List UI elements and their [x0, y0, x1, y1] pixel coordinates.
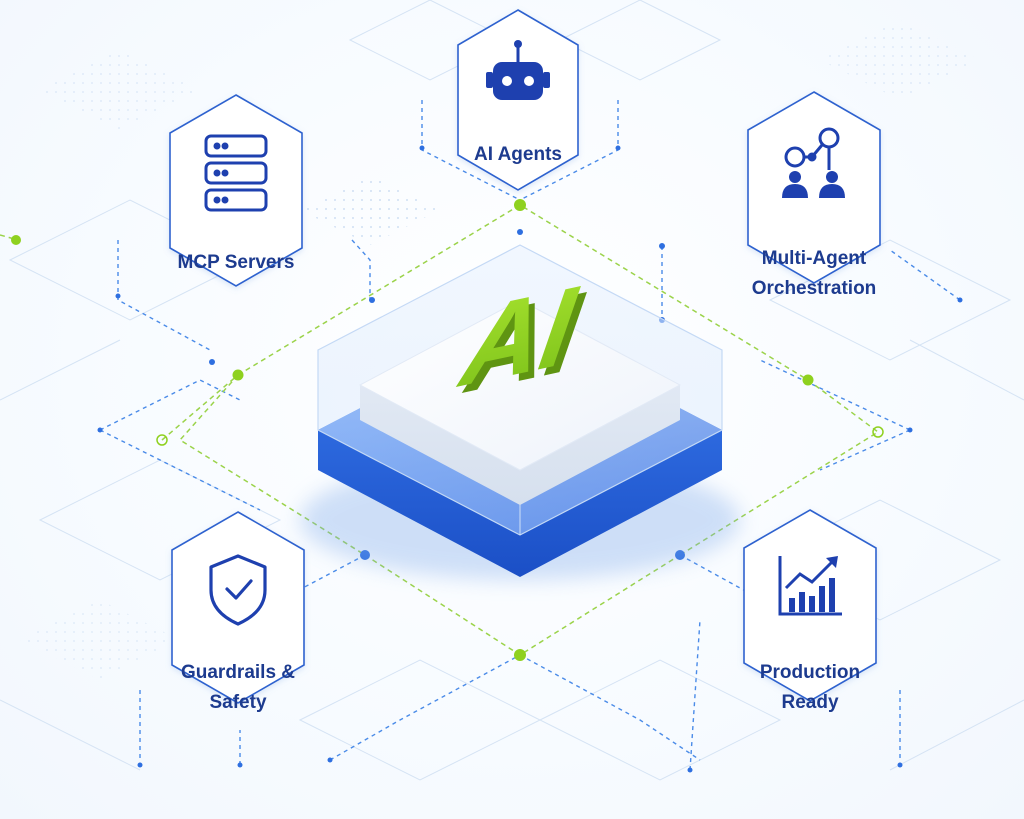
dot-grid-patch — [820, 20, 980, 100]
node-mcp-servers — [169, 94, 303, 287]
dot-grid-patch — [300, 175, 440, 245]
node-ai-agents — [457, 9, 579, 191]
node-production — [743, 509, 877, 702]
ai-platform: AI AI — [300, 244, 740, 580]
server-rack-icon — [204, 134, 268, 212]
robot-icon — [486, 40, 550, 100]
node-guardrails — [171, 511, 305, 704]
shield-check-icon — [209, 554, 267, 626]
ai-agents-label: AI Agents — [474, 144, 562, 165]
faint-grid-lines — [0, 0, 1024, 781]
multi-agent-label-line1: Multi-Agent — [761, 248, 867, 269]
dot-grid-patch — [40, 50, 200, 130]
mcp-servers-label: MCP Servers — [177, 252, 295, 273]
production-label-line2: Ready — [781, 692, 839, 713]
dashed-connectors — [99, 100, 961, 771]
guardrails-label-line1: Guardrails & — [180, 662, 296, 683]
multi-agent-label: Multi-Agent Orchestration — [724, 244, 904, 304]
hexagon-frame — [747, 91, 881, 284]
node-multi-agent — [747, 91, 881, 284]
multi-agent-label-line2: Orchestration — [751, 278, 877, 299]
hexagon-frame — [171, 511, 305, 704]
production-label: Production Ready — [725, 658, 895, 718]
production-label-line1: Production — [759, 662, 861, 683]
guardrails-label: Guardrails & Safety — [153, 658, 323, 718]
white-block-top — [358, 299, 682, 471]
guardrails-label-line2: Safety — [209, 692, 267, 713]
growth-chart-icon — [778, 556, 842, 616]
dot-grid-patch — [20, 600, 180, 680]
agents-network-icon — [782, 127, 845, 198]
